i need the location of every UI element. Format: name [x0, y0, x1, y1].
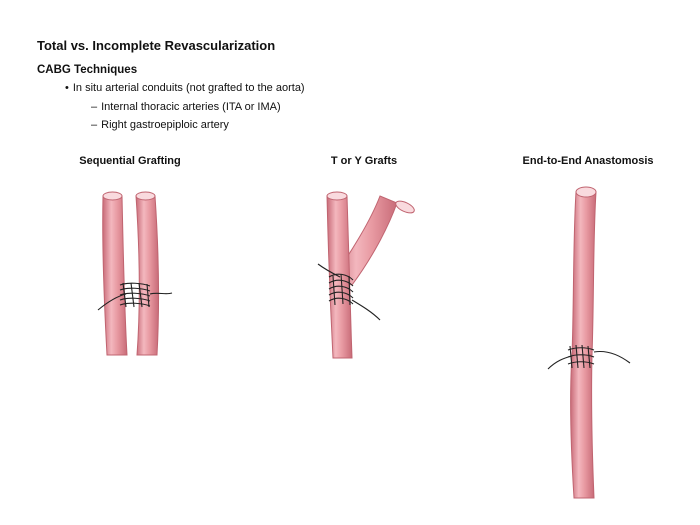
vessel-opening	[575, 186, 597, 198]
vessel-left	[102, 195, 128, 356]
sub-bullet-text: Internal thoracic arteries (ITA or IMA)	[101, 101, 281, 113]
panel-title-t-or-y-grafts: T or Y Grafts	[330, 155, 398, 167]
sub-bullet-marker: –	[91, 119, 98, 131]
bullet-item: •In situ arterial conduits (not grafted …	[65, 82, 305, 94]
sub-bullet-text: Right gastroepiploic artery	[101, 119, 229, 131]
section-subtitle: CABG Techniques	[37, 64, 138, 76]
bullet-text: In situ arterial conduits (not grafted t…	[72, 82, 305, 94]
vessel-right	[135, 195, 159, 356]
vessel-opening	[135, 191, 156, 201]
suture	[317, 263, 381, 321]
t-or-y-grafts-illustration	[317, 191, 415, 359]
end-to-end-anastomosis-illustration	[547, 186, 631, 499]
sub-bullet-item: –Internal thoracic arteries (ITA or IMA)	[91, 101, 281, 113]
sub-bullet-marker: –	[91, 101, 98, 113]
vessel-opening	[326, 191, 348, 201]
sequential-grafting-illustration	[97, 191, 173, 356]
suture	[97, 282, 173, 311]
vessel-opening	[395, 200, 415, 214]
vessel-opening	[102, 191, 123, 201]
panel-title-sequential-grafting: Sequential Grafting	[79, 155, 181, 167]
suture	[547, 344, 631, 370]
bullet-marker: •	[65, 82, 69, 94]
vessel-upper-segment	[571, 191, 597, 356]
sub-bullet-item: –Right gastroepiploic artery	[91, 119, 229, 131]
vessel-lower-segment	[570, 354, 595, 499]
panel-title-end-to-end-anastomosis: End-to-End Anastomosis	[522, 155, 654, 167]
slide-title: Total vs. Incomplete Revascularization	[37, 38, 276, 53]
